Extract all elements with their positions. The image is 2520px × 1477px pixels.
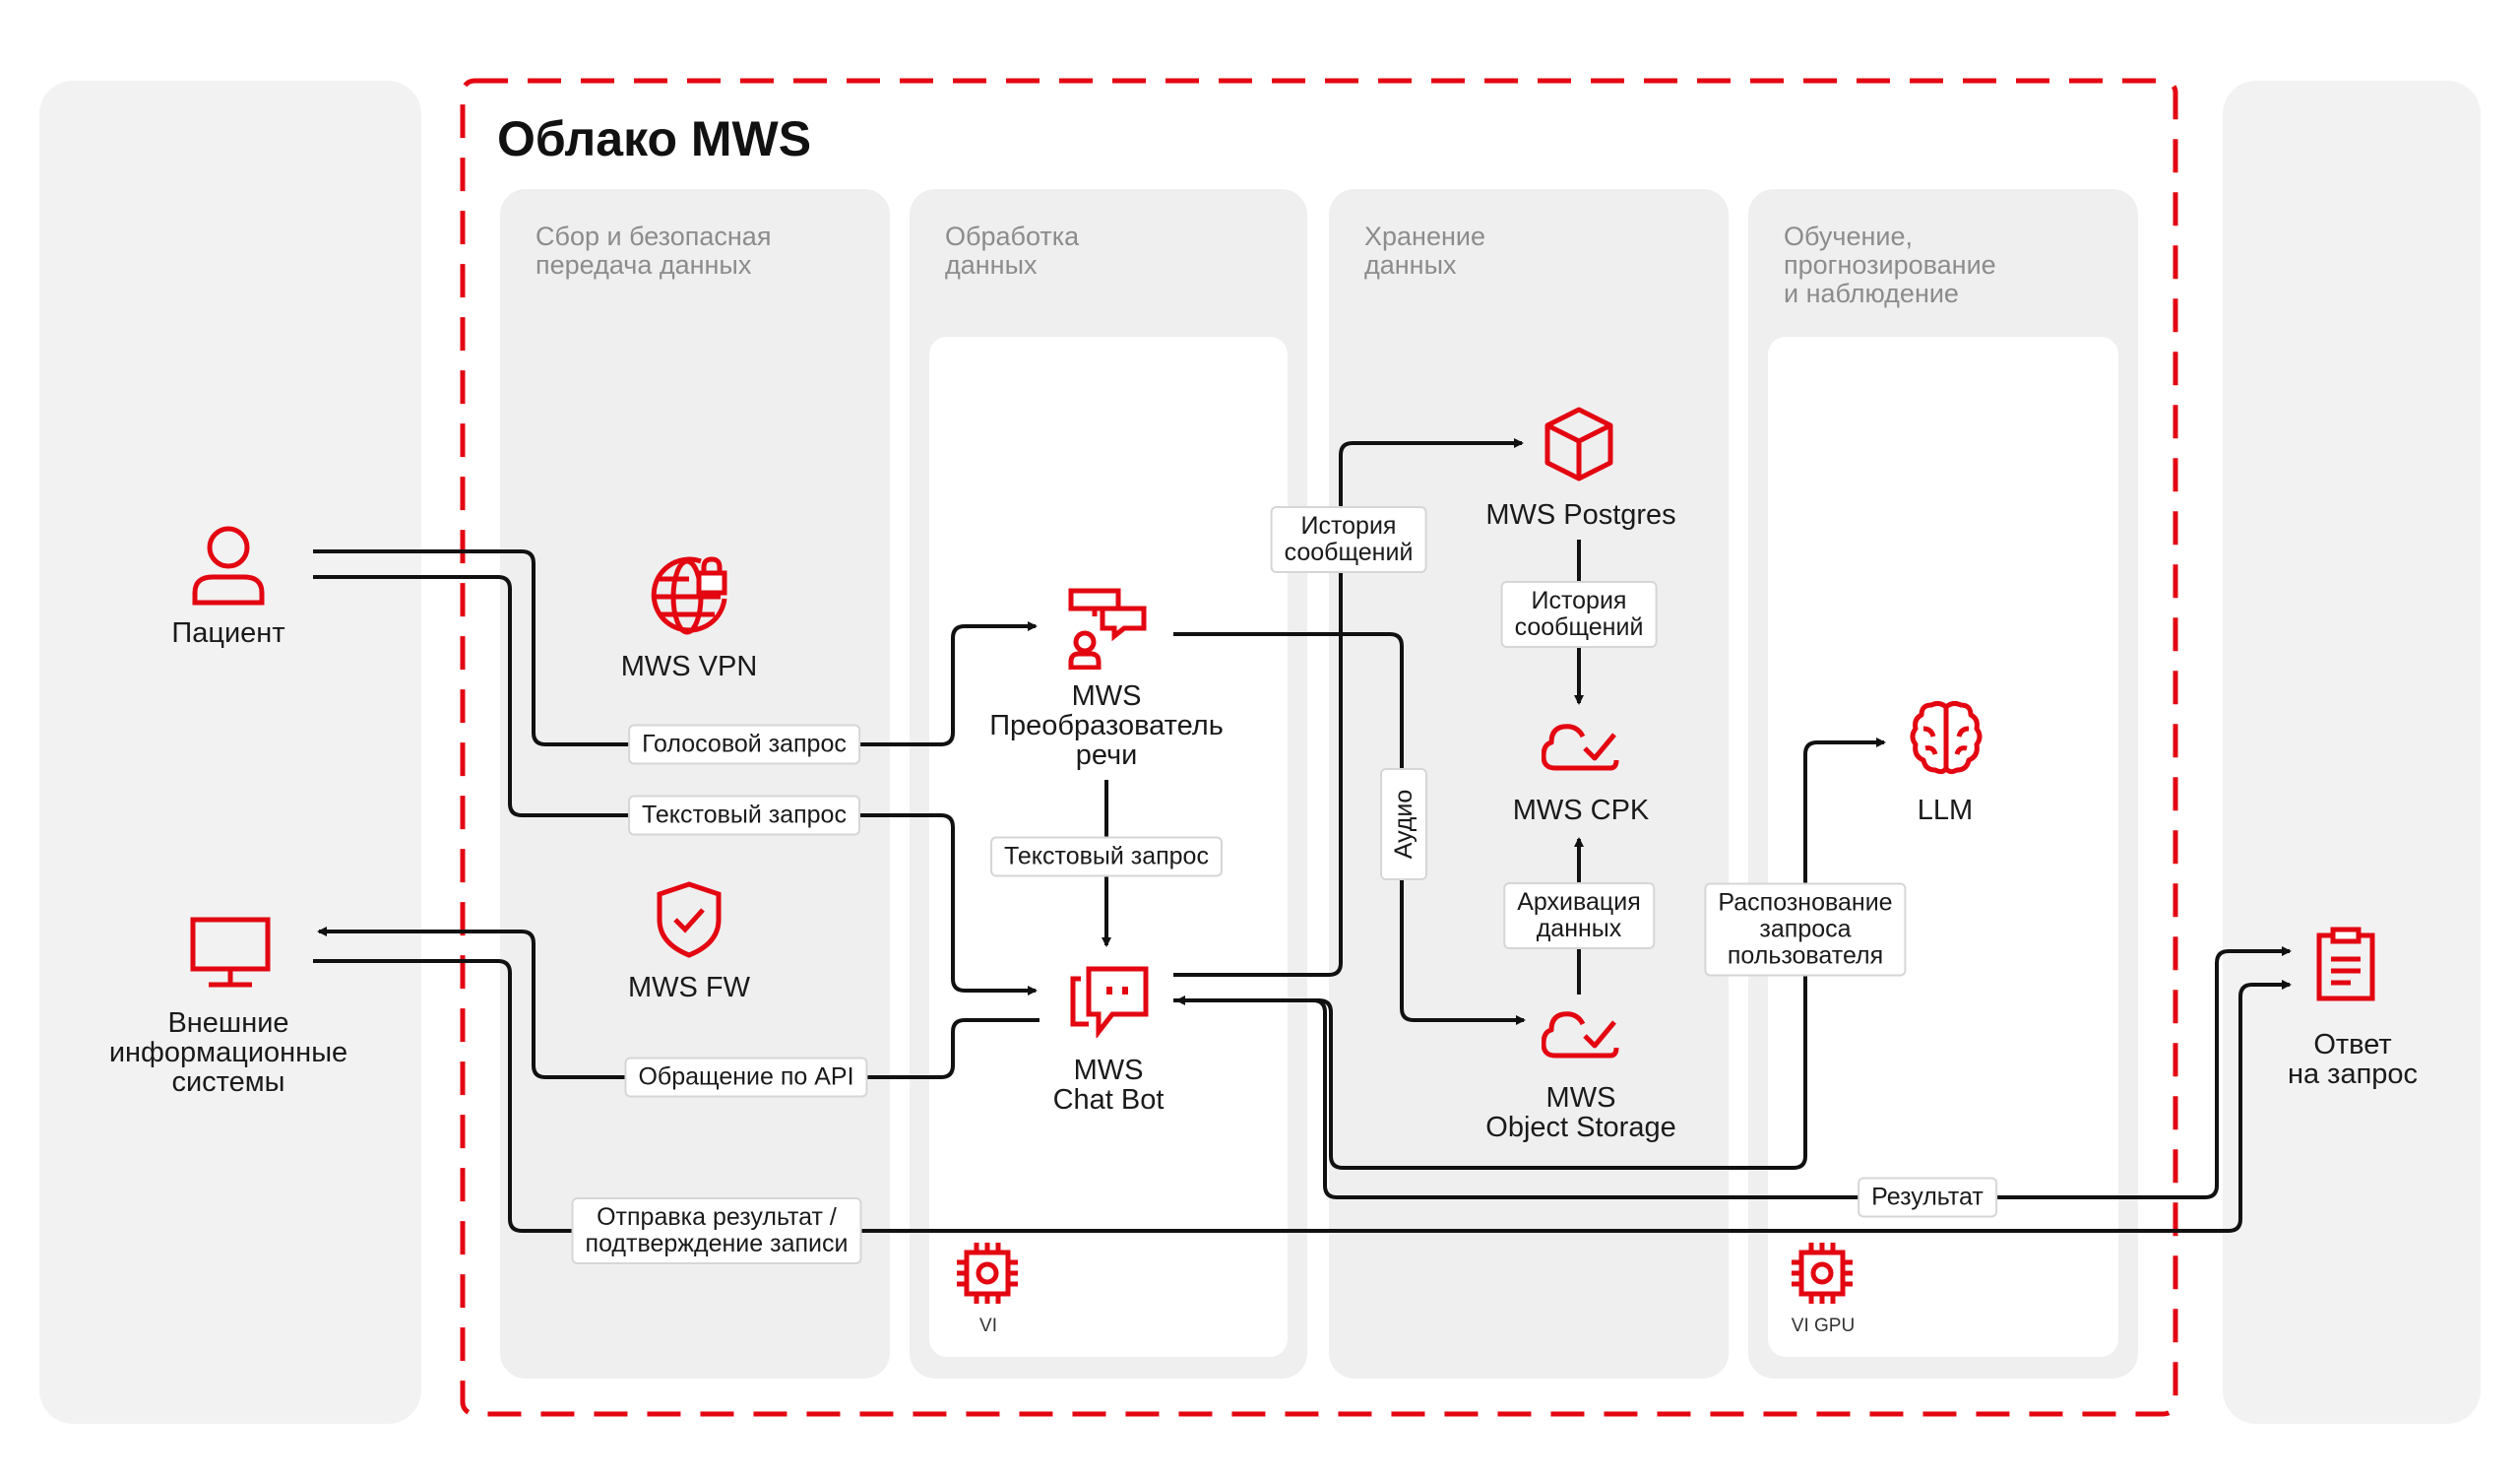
external-systems-label: Внешние информационные системы [108,1007,348,1098]
column-collect [500,189,890,1379]
api-request-chip: Обращение по API [624,1057,868,1098]
send-result-chip: Отправка результат / подтверждение запис… [571,1197,862,1264]
answer-label: Ответ на запрос [2287,1029,2419,1090]
object-storage-label: MWS Object Storage [1485,1082,1676,1143]
chat-bot-label: MWS Chat Bot [1052,1055,1165,1116]
column-title-collect: Сбор и безопасная передача данных [536,222,772,280]
globe-lock-icon [651,556,727,635]
audio-chip: Аудио [1380,768,1427,880]
history-chip-2: История сообщений [1500,581,1658,648]
vi-gpu-label: VI GPU [1791,1316,1856,1336]
shield-check-icon [657,881,722,958]
text-request-chip: Текстовый запрос [628,795,860,836]
column-title-learning: Обучение, прогнозирование и наблюдение [1784,222,1996,308]
column-title-storage: Хранение данных [1364,222,1485,280]
audio-chip-label: Аудио [1390,789,1418,860]
left-panel [39,81,421,1424]
chip-icon [957,1243,1018,1304]
cloud-title: Облако MWS [497,111,812,166]
column-title-processing: Обработка данных [945,222,1080,280]
clipboard-icon [2316,927,2375,1001]
history-chip-1: История сообщений [1270,506,1427,573]
chat-bot-icon [1070,966,1149,1038]
recognize-chip: Распознование запроса пользователя [1704,882,1907,977]
vpn-label: MWS VPN [620,651,758,682]
crk-label: MWS CPK [1512,795,1650,826]
chip-icon [1792,1243,1853,1304]
postgres-label: MWS Postgres [1485,499,1676,531]
person-icon [192,526,265,606]
patient-label: Пациент [171,617,285,649]
right-panel [2223,81,2481,1424]
speech-converter-icon [1068,588,1147,670]
text-request-mid-chip: Текстовый запрос [990,836,1223,877]
llm-label: LLM [1917,795,1974,826]
cloud-check-icon [1542,1011,1619,1059]
cloud-check-icon [1542,724,1619,771]
speech-converter-label: MWS Преобразователь речи [989,680,1224,771]
monitor-icon [190,917,271,988]
archive-chip: Архивация данных [1503,882,1655,949]
voice-request-chip: Голосовой запрос [628,724,860,765]
vi-label: VI [979,1316,997,1336]
fw-label: MWS FW [627,972,751,1003]
result-chip: Результат [1858,1177,1997,1218]
brain-icon [1910,700,1983,775]
cube-icon [1544,407,1613,482]
